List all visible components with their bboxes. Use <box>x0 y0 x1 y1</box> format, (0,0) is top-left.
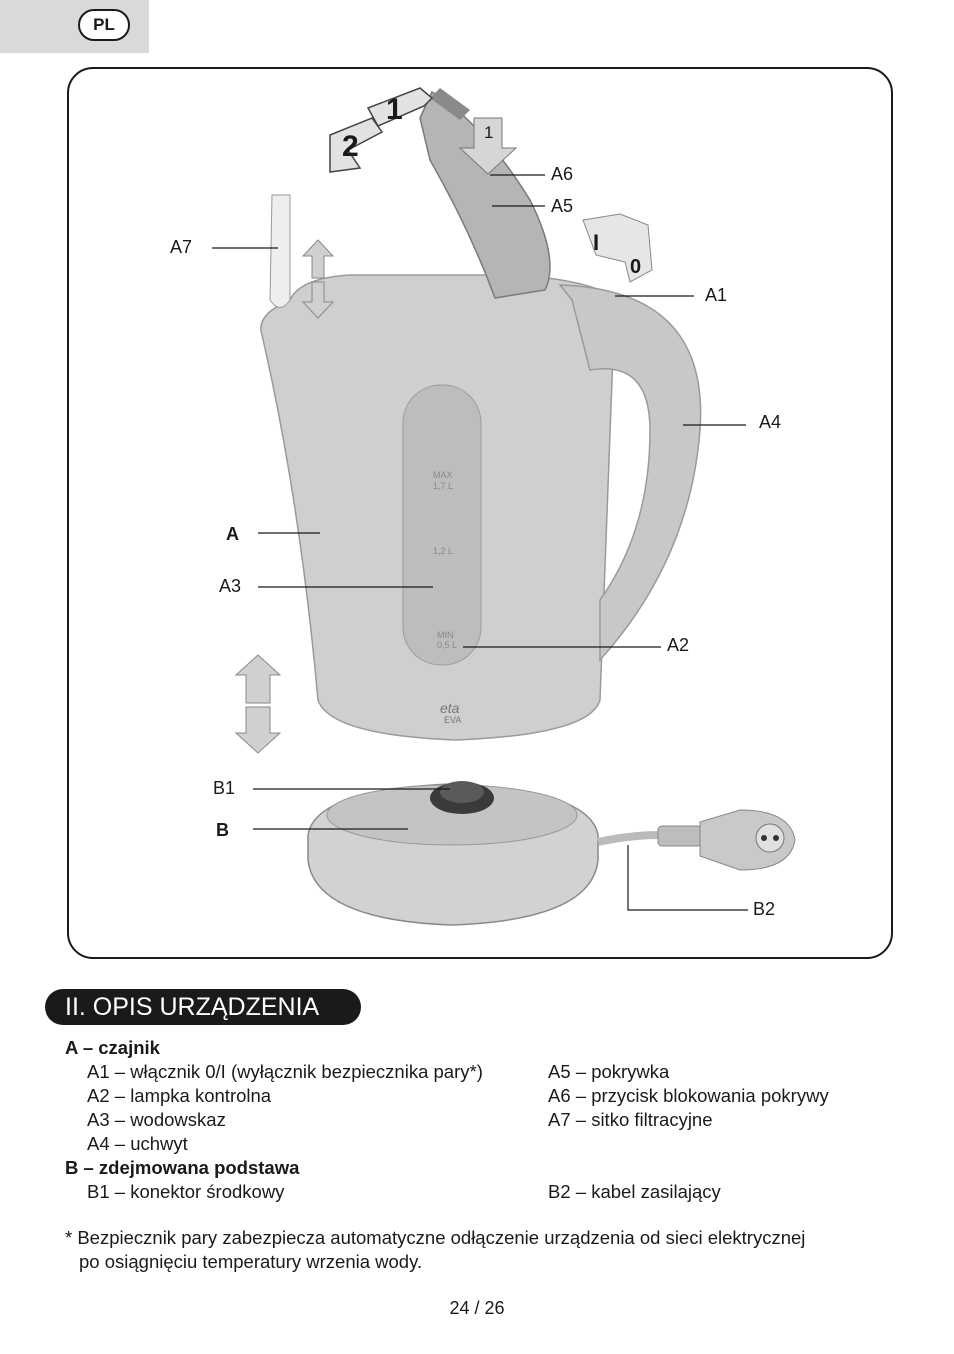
gauge-min: MIN <box>437 630 454 640</box>
item-a4: A4 – uchwyt <box>87 1133 188 1154</box>
callout-a3: A3 <box>219 576 242 596</box>
group-a-heading: A – czajnik <box>65 1037 160 1058</box>
gauge-mid-volume: 1,2 L <box>433 546 454 556</box>
switch-off-mark: 0 <box>630 256 642 278</box>
callout-a1: A1 <box>705 285 728 305</box>
item-a6: A6 – przycisk blokowania pokrywy <box>548 1085 829 1106</box>
group-b-heading: B – zdejmowana podstawa <box>65 1157 300 1178</box>
kettle-lid <box>419 88 551 299</box>
callout-a7: A7 <box>170 237 193 257</box>
language-badge: PL <box>78 9 130 41</box>
item-a2: A2 – lampka kontrolna <box>87 1085 272 1106</box>
kettle-body <box>260 274 702 741</box>
callout-b2: B2 <box>753 899 776 919</box>
lid-open-arrows <box>329 87 434 173</box>
callout-a: A <box>226 524 239 544</box>
leader-lines <box>212 174 748 911</box>
item-a5: A5 – pokrywka <box>548 1061 670 1082</box>
section-title: II. OPIS URZĄDZENIA <box>45 989 361 1025</box>
item-a7: A7 – sitko filtracyjne <box>548 1109 713 1130</box>
filter-arrows <box>301 239 335 319</box>
gauge-max-volume: 1,7 L <box>433 481 454 491</box>
step-2-label: 2 <box>342 130 359 163</box>
power-cord <box>597 809 796 871</box>
callout-b1: B1 <box>213 778 236 798</box>
lift-arrows <box>234 654 282 754</box>
press-arrow-label: 1 <box>484 123 494 142</box>
item-b1: B1 – konektor środkowy <box>87 1181 285 1202</box>
item-a1: A1 – włącznik 0/I (wyłącznik bezpiecznik… <box>87 1061 483 1082</box>
step-1-label: 1 <box>386 93 403 126</box>
switch-indicator <box>582 213 653 283</box>
gauge-min-volume: 0,5 L <box>437 640 458 650</box>
item-b2: B2 – kabel zasilający <box>548 1181 721 1202</box>
brand-logo: eta <box>440 700 460 716</box>
figure-frame <box>67 67 893 959</box>
footnote-line-1: * Bezpiecznik pary zabezpiecza automatyc… <box>65 1227 806 1248</box>
press-arrow <box>458 117 518 175</box>
brand-model: EVA <box>444 715 462 725</box>
callout-a4: A4 <box>759 412 782 432</box>
callout-a2: A2 <box>667 635 690 655</box>
language-tab: PL <box>0 0 149 53</box>
callout-a6: A6 <box>551 164 574 184</box>
callout-a5: A5 <box>551 196 574 216</box>
kettle-base <box>307 781 599 926</box>
switch-on-mark: I <box>593 230 600 255</box>
gauge-max: MAX <box>433 470 453 480</box>
callout-b: B <box>216 820 229 840</box>
footnote-line-2: po osiągnięciu temperatury wrzenia wody. <box>79 1251 423 1272</box>
page-number: 24 / 26 <box>449 1298 505 1318</box>
kettle-illustration <box>212 87 796 926</box>
filter-illustration <box>269 194 291 308</box>
item-a3: A3 – wodowskaz <box>87 1109 226 1130</box>
